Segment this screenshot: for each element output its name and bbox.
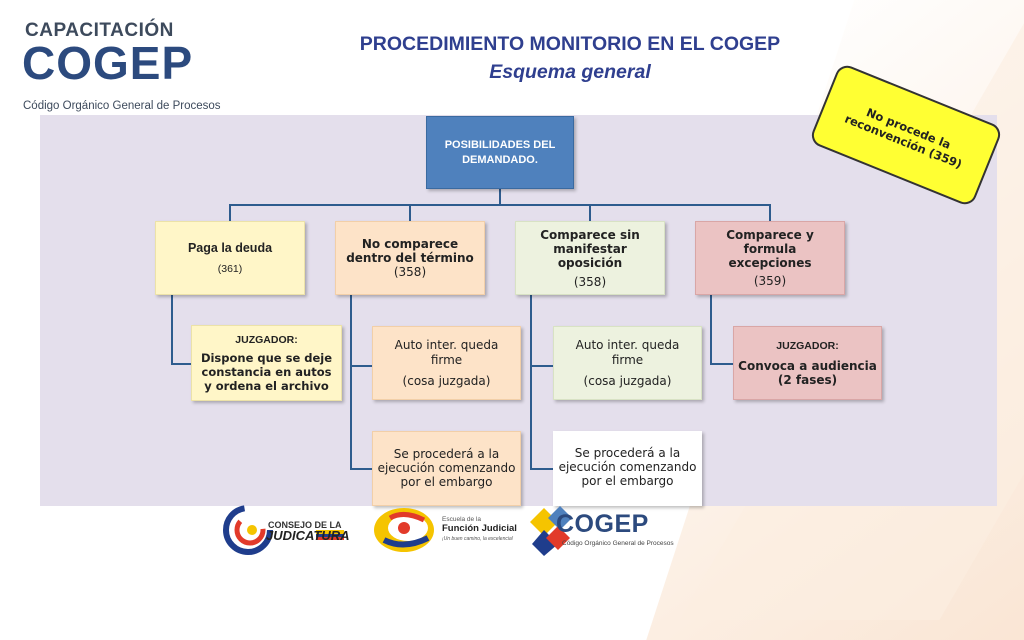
node-paga-la-deuda: Paga la deuda (361): [155, 221, 305, 295]
node-ref: (358): [573, 274, 607, 289]
escuela-line-2: Función Judicial: [442, 523, 517, 534]
node-ref: (358): [393, 265, 427, 279]
node-line-1: Comparece y: [726, 228, 814, 242]
connector-branch2-h1: [350, 365, 373, 367]
node-line-1: Auto inter. queda: [394, 337, 499, 352]
node-line-2: dentro del término: [346, 251, 474, 265]
node-ejecucion-1: Se procederá a la ejecución comenzando p…: [372, 431, 521, 506]
node-line-2: constancia en autos: [201, 364, 332, 379]
cogep-footer-name: COGEP: [556, 510, 649, 538]
connector-branch1-drop: [229, 204, 231, 222]
node-line-3: excepciones: [728, 256, 812, 270]
node-auto-firme-2: Auto inter. queda firme (cosa juzgada): [553, 326, 702, 400]
logo-line-1: CAPACITACIÓN: [25, 20, 174, 41]
connector-branch3-vertical: [530, 295, 532, 469]
node-label: JUZGADOR:: [776, 339, 839, 352]
node-line-2: firme: [611, 352, 644, 367]
cogep-emblem-icon: [530, 506, 572, 556]
root-line-1: POSIBILIDADES DEL: [444, 138, 556, 151]
root-line-2: DEMANDADO.: [462, 153, 538, 166]
node-line-2: ejecución comenzando: [377, 461, 516, 475]
node-juzgador-archivo: JUZGADOR: Dispone que se deje constancia…: [191, 325, 342, 401]
node-line-3: oposición: [557, 255, 623, 270]
logo-line-3: Código Orgánico General de Procesos: [23, 100, 221, 112]
node-line-2: manifestar: [553, 241, 627, 256]
logo-line-2: COGEP: [22, 37, 194, 89]
connector-branch4-vertical: [710, 295, 712, 364]
node-no-comparece: No comparece dentro del término (358): [335, 221, 485, 295]
node-comparece-excepciones: Comparece y formula excepciones (359): [695, 221, 845, 295]
node-line-1: Se procederá a la: [393, 447, 500, 461]
node-line-3: y ordena el archivo: [204, 378, 329, 393]
consejo-line-2: JUDICATURA: [266, 528, 350, 543]
node-label: JUZGADOR:: [235, 333, 298, 346]
node-title: Paga la deuda: [187, 241, 273, 255]
connector-branch2-h2: [350, 468, 373, 470]
node-line-3: por el embargo: [400, 475, 493, 489]
cogep-footer-sub: Código Orgánico General de Procesos: [562, 540, 674, 547]
connector-root-down: [499, 189, 501, 205]
consejo-emblem-icon: [223, 505, 344, 555]
node-ejecucion-2: Se procederá a la ejecución comenzando p…: [553, 431, 702, 506]
connector-branch4-horizontal: [710, 363, 734, 365]
consejo-line-1: CONSEJO DE LA: [268, 520, 342, 530]
node-ref: (359): [753, 274, 787, 288]
connector-branch1-vertical: [171, 295, 173, 364]
connector-branch3-h1: [530, 365, 554, 367]
node-line-3: (cosa juzgada): [402, 373, 491, 388]
escuela-funcion-judicial-logo: Escuela de la Función Judicial ¡Un buen …: [370, 502, 517, 558]
node-line-2: (2 fases): [777, 372, 838, 387]
connector-branch2-vertical: [350, 295, 352, 469]
node-line-1: No comparece: [361, 237, 459, 251]
root-node-posibilidades: POSIBILIDADES DEL DEMANDADO.: [426, 116, 574, 189]
node-comparece-sin-oposicion: Comparece sin manifestar oposición (358): [515, 221, 665, 295]
node-line-2: ejecución comenzando: [558, 460, 697, 474]
connector-branch4-drop: [769, 204, 771, 222]
cogep-footer-logo: COGEP Código Orgánico General de Proceso…: [526, 502, 674, 558]
slide-title: PROCEDIMIENTO MONITORIO EN EL COGEP: [359, 33, 781, 55]
connector-branch3-drop: [589, 204, 591, 222]
node-line-2: firme: [430, 352, 463, 367]
consejo-judicatura-logo: CONSEJO DE LA JUDICATURA: [222, 502, 352, 558]
escuela-emblem-icon: [374, 508, 434, 552]
node-line-3: por el embargo: [581, 474, 674, 488]
escuela-line-1: Escuela de la: [442, 516, 482, 523]
node-ref: (361): [217, 263, 243, 275]
node-line-1: Se procederá a la: [574, 446, 681, 460]
slide-subtitle: Esquema general: [489, 61, 651, 83]
connector-horizontal-bar: [229, 204, 771, 206]
connector-branch1-horizontal: [171, 363, 192, 365]
node-line-1: Convoca a audiencia: [738, 358, 877, 373]
connector-branch3-h2: [530, 468, 554, 470]
node-line-1: Dispone que se deje: [200, 350, 333, 365]
connector-branch2-drop: [409, 204, 411, 222]
capacitacion-cogep-logo: CAPACITACIÓN COGEP Código Orgánico Gener…: [22, 20, 232, 112]
escuela-line-3: ¡Un buen camino, la excelencia!: [442, 536, 514, 542]
node-juzgador-audiencia: JUZGADOR: Convoca a audiencia (2 fases): [733, 326, 882, 400]
node-line-2: formula: [743, 242, 797, 256]
node-auto-firme-1: Auto inter. queda firme (cosa juzgada): [372, 326, 521, 400]
node-line-1: Comparece sin: [540, 227, 640, 242]
node-line-1: Auto inter. queda: [575, 337, 680, 352]
node-line-3: (cosa juzgada): [583, 373, 672, 388]
